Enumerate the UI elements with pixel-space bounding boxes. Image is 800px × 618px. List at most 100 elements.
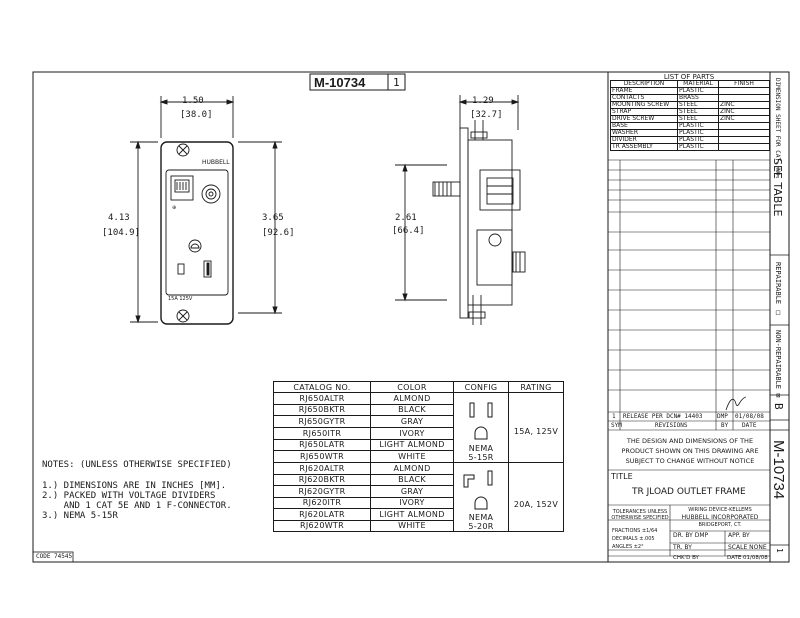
- repairable-label: REPAIRABLE □: [774, 262, 782, 317]
- side-dim-depth: 1.29: [472, 96, 494, 106]
- config-5-20r-cell: NEMA 5-20R: [453, 462, 509, 532]
- side-view-drawing: [395, 95, 526, 325]
- svg-text:⊕: ⊕: [172, 205, 176, 211]
- note-item: 2.) PACKED WITH VOLTAGE DIVIDERS: [42, 491, 216, 501]
- table-cell: [718, 136, 770, 144]
- notes-title: NOTES: (UNLESS OTHERWISE SPECIFIED): [42, 460, 232, 470]
- front-dim-inner-mm: [92.6]: [262, 228, 295, 238]
- table-cell: [718, 143, 770, 151]
- scale: SCALE NONE: [728, 544, 767, 551]
- table-cell: GRAY: [370, 485, 454, 498]
- rev-sym: 1: [612, 413, 616, 420]
- note-item: 3.) NEMA 5-15R: [42, 511, 118, 521]
- front-view-drawing: HUBBELL ⊕ 15A 125V: [130, 96, 282, 325]
- nema-5-15r-icon: [469, 402, 493, 440]
- drawing-number: M-10734: [314, 75, 366, 90]
- table-cell: ALMOND: [370, 462, 454, 475]
- dimension-sheet-label: DIMENSION SHEET FOR CAT. NO.: [774, 78, 781, 180]
- front-dim-height-mm: [104.9]: [102, 228, 140, 238]
- table-cell: WHITE: [370, 519, 454, 532]
- rev-by: DMP: [717, 413, 728, 420]
- code-number: CODE 74545: [36, 553, 73, 560]
- catalog-header: COLOR: [370, 381, 454, 393]
- table-cell: GRAY: [370, 415, 454, 428]
- table-cell: BLACK: [370, 403, 454, 417]
- table-cell: RJ650ITR: [273, 426, 371, 440]
- side-dim-depth-mm: [32.7]: [470, 110, 503, 120]
- see-table-label: SEE TABLE: [771, 158, 784, 217]
- rev-header: SYM: [611, 422, 622, 429]
- drawing-date: DATE 01/08/08: [727, 555, 768, 561]
- table-cell: PLASTIC: [677, 143, 719, 151]
- approval-signature: [725, 396, 747, 411]
- disclaimer: THE DESIGN AND DIMENSIONS OF THE PRODUCT…: [621, 437, 759, 465]
- front-dim-height: 4.13: [108, 213, 130, 223]
- table-cell: RJ620ALTR: [273, 462, 371, 475]
- rev-header: BY: [721, 422, 729, 429]
- checked-by: CHK'D BY: [673, 555, 699, 561]
- table-cell: [718, 129, 770, 137]
- tolerance-angles: ANGLES ±2°: [612, 544, 644, 550]
- table-cell: RJ620BKTR: [273, 473, 371, 486]
- rating-15a: 15A, 125V: [508, 392, 564, 463]
- front-dim-width-mm: [38.0]: [180, 110, 213, 120]
- title-label: TITLE: [611, 472, 633, 481]
- table-cell: FINISH: [718, 80, 770, 88]
- table-cell: WHITE: [370, 450, 454, 463]
- drawn-by: DR. BY DMP: [673, 532, 709, 539]
- catalog-header: CATALOG NO.: [273, 381, 371, 393]
- side-dim-height-mm: [66.4]: [392, 226, 425, 236]
- rev-description: RELEASE PER DCN# 14403: [623, 413, 703, 420]
- side-dim-height: 2.61: [395, 213, 417, 223]
- sheet-rev: 1: [393, 76, 400, 89]
- table-cell: RJ650GYTR: [273, 415, 371, 428]
- parts-list-title: LIST OF PARTS: [663, 73, 715, 81]
- table-cell: BLACK: [370, 473, 454, 486]
- rev-header: DATE: [742, 422, 757, 429]
- rev-header: REVISIONS: [655, 422, 688, 429]
- catalog-header: CONFIG: [453, 381, 509, 393]
- front-dim-width: 1.50: [182, 96, 204, 106]
- tolerance-fractions: FRACTIONS ±1/64: [612, 528, 658, 534]
- tolerance-decimals: DECIMALS ±.005: [612, 536, 655, 542]
- table-cell: ALMOND: [370, 392, 454, 405]
- config-5-15r-cell: NEMA 5-15R: [453, 392, 509, 463]
- table-cell: IVORY: [370, 496, 454, 509]
- catalog-header: RATING: [508, 381, 564, 393]
- table-cell: LIGHT ALMOND: [370, 508, 454, 521]
- note-item: 1.) DIMENSIONS ARE IN INCHES [MM].: [42, 481, 227, 491]
- company-city: BRIDGEPORT, CT.: [698, 522, 742, 528]
- table-cell: TR ASSEMBLY: [610, 143, 678, 151]
- drawing-number-vertical: M-10734: [770, 440, 787, 500]
- table-cell: LIGHT ALMOND: [370, 438, 454, 452]
- front-dim-inner: 3.65: [262, 213, 284, 223]
- config-5-15r-label: NEMA 5-15R: [468, 444, 494, 462]
- table-cell: RJ650LATR: [273, 438, 371, 452]
- rating-20a: 20A, 152V: [508, 462, 564, 532]
- table-cell: IVORY: [370, 426, 454, 440]
- table-cell: RJ650ALTR: [273, 392, 371, 405]
- note-item: AND 1 CAT 5E AND 1 F-CONNECTOR.: [42, 501, 232, 511]
- front-view-brand-label: HUBBELL: [202, 159, 230, 166]
- non-repairable-label: NON-REPAIRABLE ⊠: [774, 330, 782, 398]
- table-cell: ZINC: [718, 115, 770, 123]
- table-cell: RJ620LATR: [273, 508, 371, 521]
- sheet-number: 1: [775, 548, 784, 553]
- rev-date: 01/08/08: [735, 413, 764, 420]
- table-cell: RJ620GYTR: [273, 485, 371, 498]
- nema-5-20r-icon: [463, 470, 493, 510]
- table-cell: RJ650WTR: [273, 450, 371, 463]
- company-name: HUBBELL INCORPORATED: [681, 514, 759, 521]
- table-cell: RJ650BKTR: [273, 403, 371, 417]
